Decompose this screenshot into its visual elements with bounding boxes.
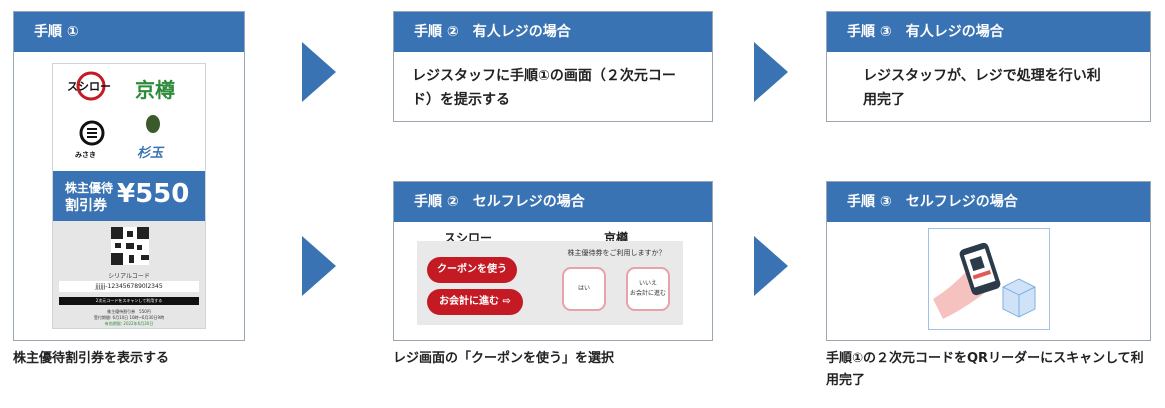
use-coupon-button[interactable]: クーポンを使う (427, 257, 517, 283)
logo-sugidama: 杉玉 (137, 146, 164, 161)
scan-instruction-bar: 2次元コードをスキャンして利用する (59, 297, 199, 305)
sushiro-logo-icon (76, 71, 106, 101)
arrow-right-icon (302, 42, 336, 102)
proceed-checkout-button[interactable]: お会計に進む ⇨ (427, 289, 523, 315)
fine-print-3: 有効期限: 2022年6月30日 (104, 321, 154, 326)
logo-sushiro: スシロー (67, 80, 111, 93)
fine-print-1: 株主優待割引券 550円 (107, 309, 151, 314)
logo-misaki: みさき (75, 151, 96, 159)
serial-code: jjjjjj-1234567890l2345 (59, 281, 199, 292)
logo-kyotaru: 京樽 (135, 78, 175, 102)
step1-header: 手順 ① (14, 12, 244, 52)
arrow-right-icon (754, 42, 788, 102)
yes-button[interactable]: はい (562, 267, 606, 311)
kyotaru-question: 株主優待券をご利用しますか？ (567, 249, 666, 257)
coupon-qr-area: シリアルコード jjjjjj-1234567890l2345 2次元コードをスキ… (53, 221, 205, 328)
coupon-band: 株主優待 割引券 ¥550 (53, 171, 205, 221)
band-line2: 割引券 (65, 198, 107, 214)
step2-staff-text: レジスタッフに手順①の画面（２次元コード）を提示する (412, 68, 676, 108)
no-label-1: いいえ (638, 280, 657, 287)
serial-label: シリアルコード (108, 273, 150, 280)
coupon-image: スシロー 京樽 みさき 杉玉 株主優待 割引券 ¥550 (52, 63, 206, 329)
brand-logos: スシロー 京樽 みさき 杉玉 (53, 64, 205, 170)
arrow-right-icon (302, 236, 336, 296)
step3-staff-panel: 手順 ③ 有人レジの場合 レジスタッフが、レジで処理を行い利用完了 (826, 11, 1151, 122)
hand-phone-scan-icon (928, 228, 1050, 330)
step2-self-header: 手順 ② セルフレジの場合 (394, 182, 712, 222)
step3-self-caption: 手順①の２次元コードをQRリーダーにスキャンして利用完了 (826, 351, 1144, 388)
coupon-amount: ¥550 (117, 179, 190, 209)
scan-illustration (933, 242, 1036, 319)
step1-panel: 手順 ① スシロー 京樽 みさき 杉玉 株主優待 割引券 ¥550 (13, 11, 245, 341)
arrow-right-icon (754, 236, 788, 296)
band-line1: 株主優待 (65, 181, 114, 195)
yes-label: はい (577, 285, 590, 292)
step3-staff-text: レジスタッフが、レジで処理を行い利用完了 (863, 68, 1101, 108)
qr-code-icon (111, 227, 149, 265)
step2-self-caption: レジ画面の「クーポンを使う」を選択 (393, 351, 615, 366)
step3-self-header: 手順 ③ セルフレジの場合 (827, 182, 1150, 222)
sushiro-screen: クーポンを使う お会計に進む ⇨ (417, 241, 550, 325)
step2-staff-header: 手順 ② 有人レジの場合 (394, 12, 712, 52)
step2-staff-panel: 手順 ② 有人レジの場合 レジスタッフに手順①の画面（２次元コード）を提示する (393, 11, 713, 122)
sugidama-logo-icon (146, 115, 160, 133)
no-button[interactable]: いいえ お会計に進む (626, 267, 670, 311)
step1-caption: 株主優待割引券を表示する (13, 351, 170, 366)
fine-print-2: 受付期間: 6月10日 10時~6月30日9時 (93, 315, 165, 320)
step3-staff-header: 手順 ③ 有人レジの場合 (827, 12, 1150, 52)
no-label-2: お会計に進む (629, 290, 666, 297)
misaki-logo-icon (79, 120, 105, 146)
kyotaru-screen: 株主優待券をご利用しますか？ はい いいえ お会計に進む (550, 241, 683, 325)
